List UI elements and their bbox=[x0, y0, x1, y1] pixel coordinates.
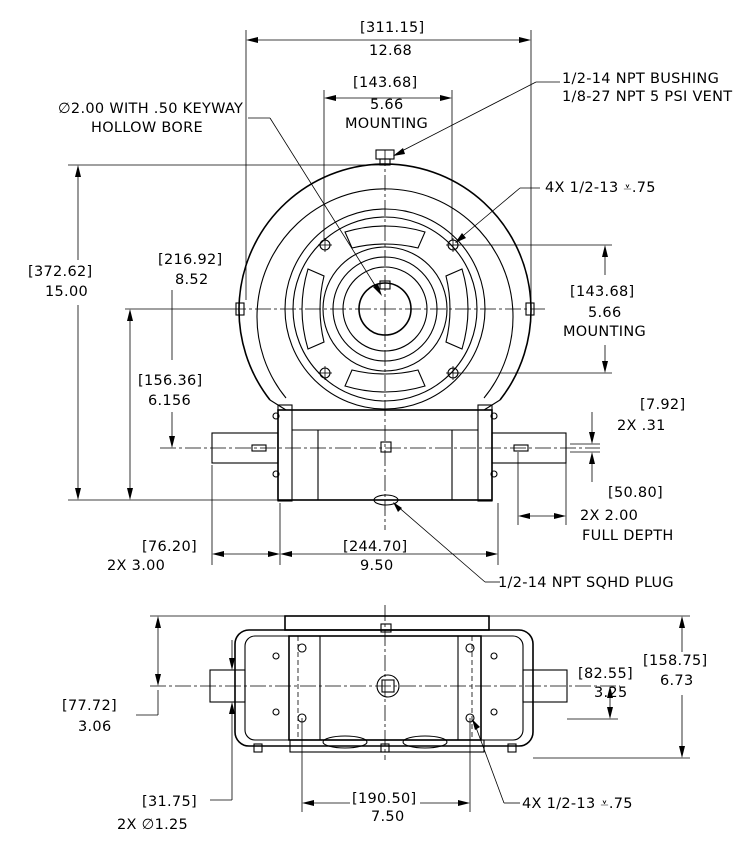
full-depth-label: FULL DEPTH bbox=[582, 528, 674, 544]
dimension-lines bbox=[68, 30, 690, 812]
shaft-center-in: 6.156 bbox=[148, 393, 191, 409]
key-depth-mm: [50.80] bbox=[608, 485, 663, 501]
bolt bbox=[490, 652, 498, 660]
shaft-dia-in: 2X ∅1.25 bbox=[117, 817, 188, 833]
bolt bbox=[272, 652, 280, 660]
housing-inner-outline bbox=[256, 188, 514, 399]
side-housing bbox=[234, 629, 534, 747]
between-mm: [244.70] bbox=[343, 539, 407, 555]
side-plug-square bbox=[381, 679, 395, 693]
base-detail bbox=[402, 735, 448, 749]
foot-bolt bbox=[253, 743, 263, 753]
bolt bbox=[490, 708, 498, 716]
shaft-ext-in: 2X 3.00 bbox=[107, 558, 165, 574]
mounting-top-mm: [143.68] bbox=[353, 75, 417, 91]
hub-ring bbox=[332, 256, 438, 362]
foot-bolt bbox=[507, 743, 517, 753]
base-detail bbox=[322, 735, 368, 749]
key-mm: [7.92] bbox=[640, 397, 685, 413]
height-mm: [372.62] bbox=[28, 264, 92, 280]
side-center-mm: [82.55] bbox=[578, 666, 633, 682]
tapped-holes-front: 4X 1/2-13 ⩡.75 bbox=[545, 180, 656, 196]
side-center-in: 3.25 bbox=[594, 685, 628, 701]
shaft-key bbox=[513, 444, 529, 452]
flange-circle bbox=[284, 208, 486, 410]
side-height-in: 6.73 bbox=[660, 673, 694, 689]
bolt bbox=[272, 708, 280, 716]
overall-width-mm: [311.15] bbox=[360, 20, 424, 36]
bolt bbox=[272, 412, 280, 420]
shaft-center-mm: [156.36] bbox=[138, 373, 202, 389]
mounting-right-in: 5.66 bbox=[588, 305, 622, 321]
left-flange-plate bbox=[277, 404, 293, 502]
hub-outer bbox=[322, 246, 448, 372]
flange-cutout bbox=[301, 268, 325, 350]
bore-callout-line1: ∅2.00 WITH .50 KEYWAY bbox=[58, 101, 243, 117]
bushing-callout-line2: 1/8-27 NPT 5 PSI VENT bbox=[562, 89, 732, 105]
flange-cutout bbox=[445, 268, 469, 350]
overall-width-in: 12.68 bbox=[369, 43, 412, 59]
between-in: 9.50 bbox=[360, 558, 394, 574]
bolt bbox=[272, 470, 280, 478]
top-plate bbox=[284, 615, 490, 631]
shaft-ext-mm: [76.20] bbox=[142, 539, 197, 555]
side-boss-left bbox=[235, 302, 245, 316]
side-plug bbox=[376, 674, 400, 698]
center-height-mm: [216.92] bbox=[158, 252, 222, 268]
flange-inner-circle bbox=[292, 216, 478, 402]
bolt bbox=[490, 470, 498, 478]
mounting-right-word: MOUNTING bbox=[563, 324, 646, 340]
side-right-shaft bbox=[522, 669, 568, 703]
right-shaft bbox=[491, 432, 567, 464]
bolt bbox=[297, 643, 307, 653]
dimension-text: [311.15] 12.68 [143.68] 5.66 MOUNTING ∅2… bbox=[28, 20, 732, 833]
side-view bbox=[150, 605, 620, 760]
center-height-in: 8.52 bbox=[175, 272, 209, 288]
mounting-top-word: MOUNTING bbox=[345, 116, 428, 132]
bottom-plug bbox=[373, 494, 399, 506]
right-flange-plate bbox=[477, 404, 493, 502]
left-shaft bbox=[211, 432, 279, 464]
key-in: 2X .31 bbox=[617, 418, 666, 434]
bolt bbox=[465, 643, 475, 653]
center-plug bbox=[380, 441, 392, 453]
key-depth-in: 2X 2.00 bbox=[580, 508, 638, 524]
hub-ring-inner bbox=[342, 266, 428, 352]
front-view bbox=[160, 149, 600, 530]
shaft-key bbox=[251, 444, 267, 452]
side-height-mm: [158.75] bbox=[643, 653, 707, 669]
side-top-plug bbox=[380, 623, 392, 633]
base-to-shaft-in: 3.06 bbox=[78, 719, 112, 735]
flange-cutout bbox=[344, 225, 426, 249]
shaft-dia-mm: [31.75] bbox=[142, 794, 197, 810]
mounting-top-in: 5.66 bbox=[370, 97, 404, 113]
base-width-mm: [190.50] bbox=[352, 791, 416, 807]
tapped-holes-bottom: 4X 1/2-13 ⩡.75 bbox=[522, 796, 633, 812]
foot-bolt bbox=[380, 743, 390, 753]
height-in: 15.00 bbox=[45, 284, 88, 300]
flange-cutout bbox=[344, 369, 426, 393]
hollow-bore bbox=[358, 282, 412, 336]
side-boss-right bbox=[525, 302, 535, 316]
bushing-callout-line1: 1/2-14 NPT BUSHING bbox=[562, 71, 719, 87]
housing-outline bbox=[238, 163, 532, 401]
bore-callout-line2: HOLLOW BORE bbox=[91, 120, 203, 136]
base-to-shaft-mm: [77.72] bbox=[62, 698, 117, 714]
bolt bbox=[490, 412, 498, 420]
plug-callout: 1/2-14 NPT SQHD PLUG bbox=[498, 575, 674, 591]
base-width-in: 7.50 bbox=[371, 809, 405, 825]
mounting-right-mm: [143.68] bbox=[570, 284, 634, 300]
keyway bbox=[379, 280, 391, 290]
